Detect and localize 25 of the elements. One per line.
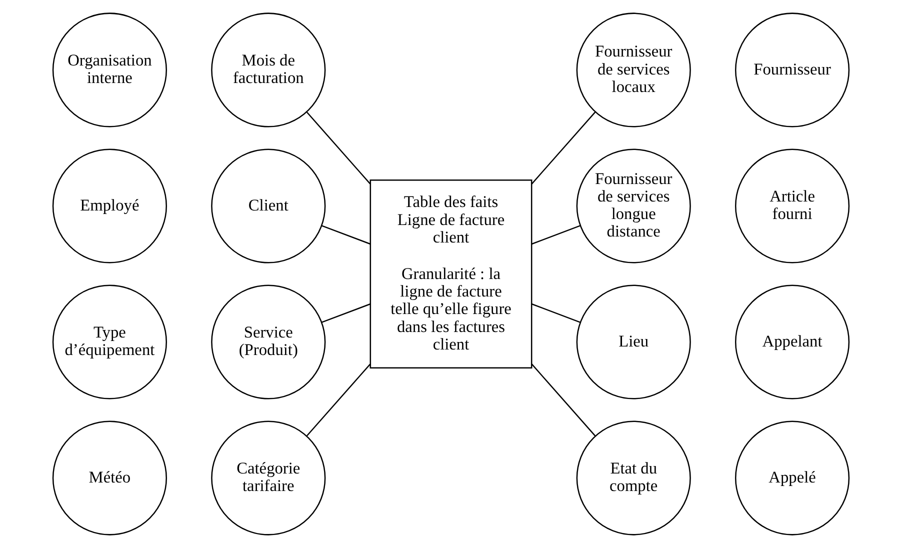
node-circle: Appelé	[734, 420, 850, 536]
connector	[306, 112, 370, 184]
node-box: Table des faits Ligne de facture client Granularité : la ligne de facture telle qu’elle figure dans les factures client	[369, 180, 532, 368]
node-circle: Fournisseur de services longue distance	[576, 148, 690, 264]
node-circle: Fournisseur	[734, 12, 850, 128]
node-circle: Service (Produit)	[210, 284, 326, 400]
connector	[530, 112, 596, 184]
connector	[530, 364, 596, 436]
connector	[531, 225, 580, 245]
connector	[306, 364, 370, 436]
node-circle: Fournisseur de services locaux	[576, 12, 690, 128]
node-circle: Article fourni	[734, 148, 850, 264]
node-circle: Lieu	[576, 284, 690, 400]
node-circle: Météo	[52, 420, 166, 536]
connector	[321, 303, 370, 323]
node-circle: Employé	[52, 148, 166, 264]
node-circle: Mois de facturation	[210, 12, 326, 128]
connector	[321, 225, 370, 245]
node-circle: Catégorie tarifaire	[210, 420, 326, 536]
node-circle: Organisation interne	[52, 12, 166, 128]
connector	[531, 303, 580, 323]
node-circle: Type d’équipement	[52, 284, 166, 400]
node-circle: Appelant	[734, 284, 850, 400]
node-circle: Etat du compte	[576, 420, 690, 536]
node-circle: Client	[210, 148, 326, 264]
